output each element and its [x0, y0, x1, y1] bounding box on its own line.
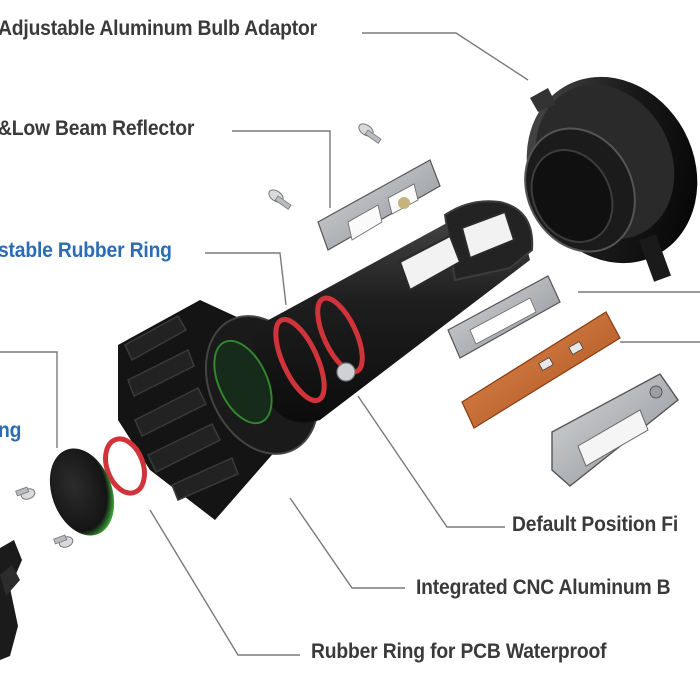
screw-icon: [358, 123, 382, 144]
leader-line-rubber-ring: [205, 252, 287, 306]
leader-line-beam-reflector: [232, 130, 331, 208]
label-integrated-cnc: Integrated CNC Aluminum B: [416, 576, 671, 599]
heat-sink-disc-icon: [49, 448, 115, 536]
leader-line-default-position: [357, 395, 505, 528]
screw-icon: [268, 189, 292, 210]
label-default-position: Default Position Fi: [512, 513, 679, 536]
bulb-adaptor-icon: [524, 76, 698, 282]
rubber-ring-icon: [103, 436, 147, 496]
screw-icon: [15, 486, 36, 500]
label-bulb-adaptor: Adjustable Aluminum Bulb Adaptor: [0, 17, 317, 40]
leader-line-pcb-waterproof: [149, 509, 300, 656]
pcb-board-icon: [461, 311, 621, 429]
label-adjustable-rubber-ring: stable Rubber Ring: [0, 239, 172, 262]
label-beam-reflector: &Low Beam Reflector: [0, 117, 195, 140]
gasket-icon: [447, 275, 561, 359]
screw-icon: [53, 534, 74, 548]
led-housing-icon: [118, 200, 534, 520]
position-clip-icon: [551, 373, 679, 487]
fan-icon: [0, 540, 22, 660]
leader-line-bulb-adaptor: [362, 32, 529, 81]
label-pcb-waterproof: Rubber Ring for PCB Waterproof: [311, 640, 607, 663]
label-partial-blue: ng: [0, 419, 22, 442]
leader-line-integrated-cnc: [289, 497, 405, 589]
leader-lines: [0, 32, 700, 656]
beam-reflector-plate-icon: [317, 159, 441, 251]
leader-line-partial-left: [0, 351, 58, 448]
